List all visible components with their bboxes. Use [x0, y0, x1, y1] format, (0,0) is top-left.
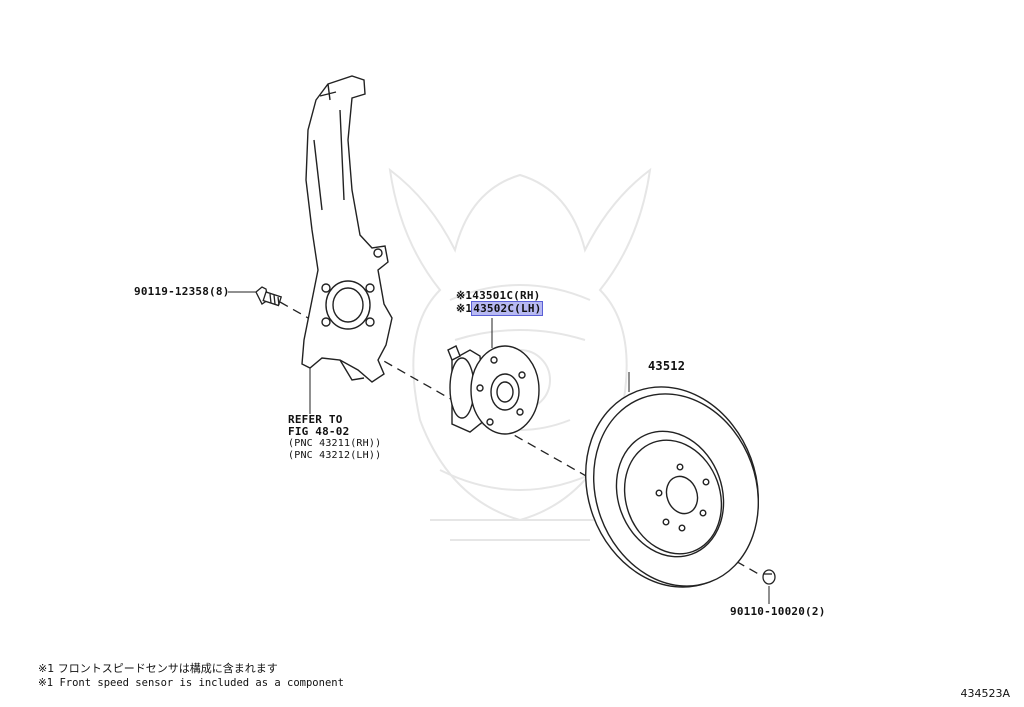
rotor-set-screw	[762, 569, 776, 585]
refer-line-2: FIG 48-02	[288, 425, 350, 438]
hub-lh-number-highlighted: 43502C(LH)	[471, 301, 544, 316]
hub-rh-marker: ※1	[456, 289, 473, 302]
hub-rh-number: 43501C(RH)	[472, 289, 541, 302]
footnote-english: ※1 Front speed sensor is included as a c…	[38, 677, 344, 689]
refer-line-3: (PNC 43211(RH))	[288, 438, 382, 449]
part-label-hub-lh[interactable]: ※143502C(LH)	[456, 301, 544, 316]
refer-line-4: (PNC 43212(LH))	[288, 450, 382, 461]
part-label-knuckle-bolt[interactable]: 90119-12358(8)	[134, 285, 230, 298]
refer-line-1: REFER TO	[288, 413, 343, 426]
hub-bearing-assembly	[447, 345, 540, 435]
part-label-rotor-screw[interactable]: 90110-10020(2)	[730, 605, 826, 618]
part-label-rotor[interactable]: 43512	[648, 359, 686, 373]
part-label-hub-rh[interactable]: ※143501C(RH)	[456, 290, 540, 302]
steering-knuckle	[301, 75, 393, 383]
watermark-logo	[388, 167, 652, 541]
leader-lines	[228, 291, 770, 604]
knuckle-bolt	[255, 286, 283, 307]
figure-number: 434523A	[960, 687, 1010, 700]
hub-lh-marker: ※1	[456, 302, 473, 315]
refer-to-figure-note[interactable]: REFER TO FIG 48-02 (PNC 43211(RH)) (PNC …	[288, 414, 381, 462]
footnote-japanese: ※1 フロントスピードセンサは構成に含まれます	[38, 662, 278, 675]
disc-rotor	[585, 386, 760, 588]
